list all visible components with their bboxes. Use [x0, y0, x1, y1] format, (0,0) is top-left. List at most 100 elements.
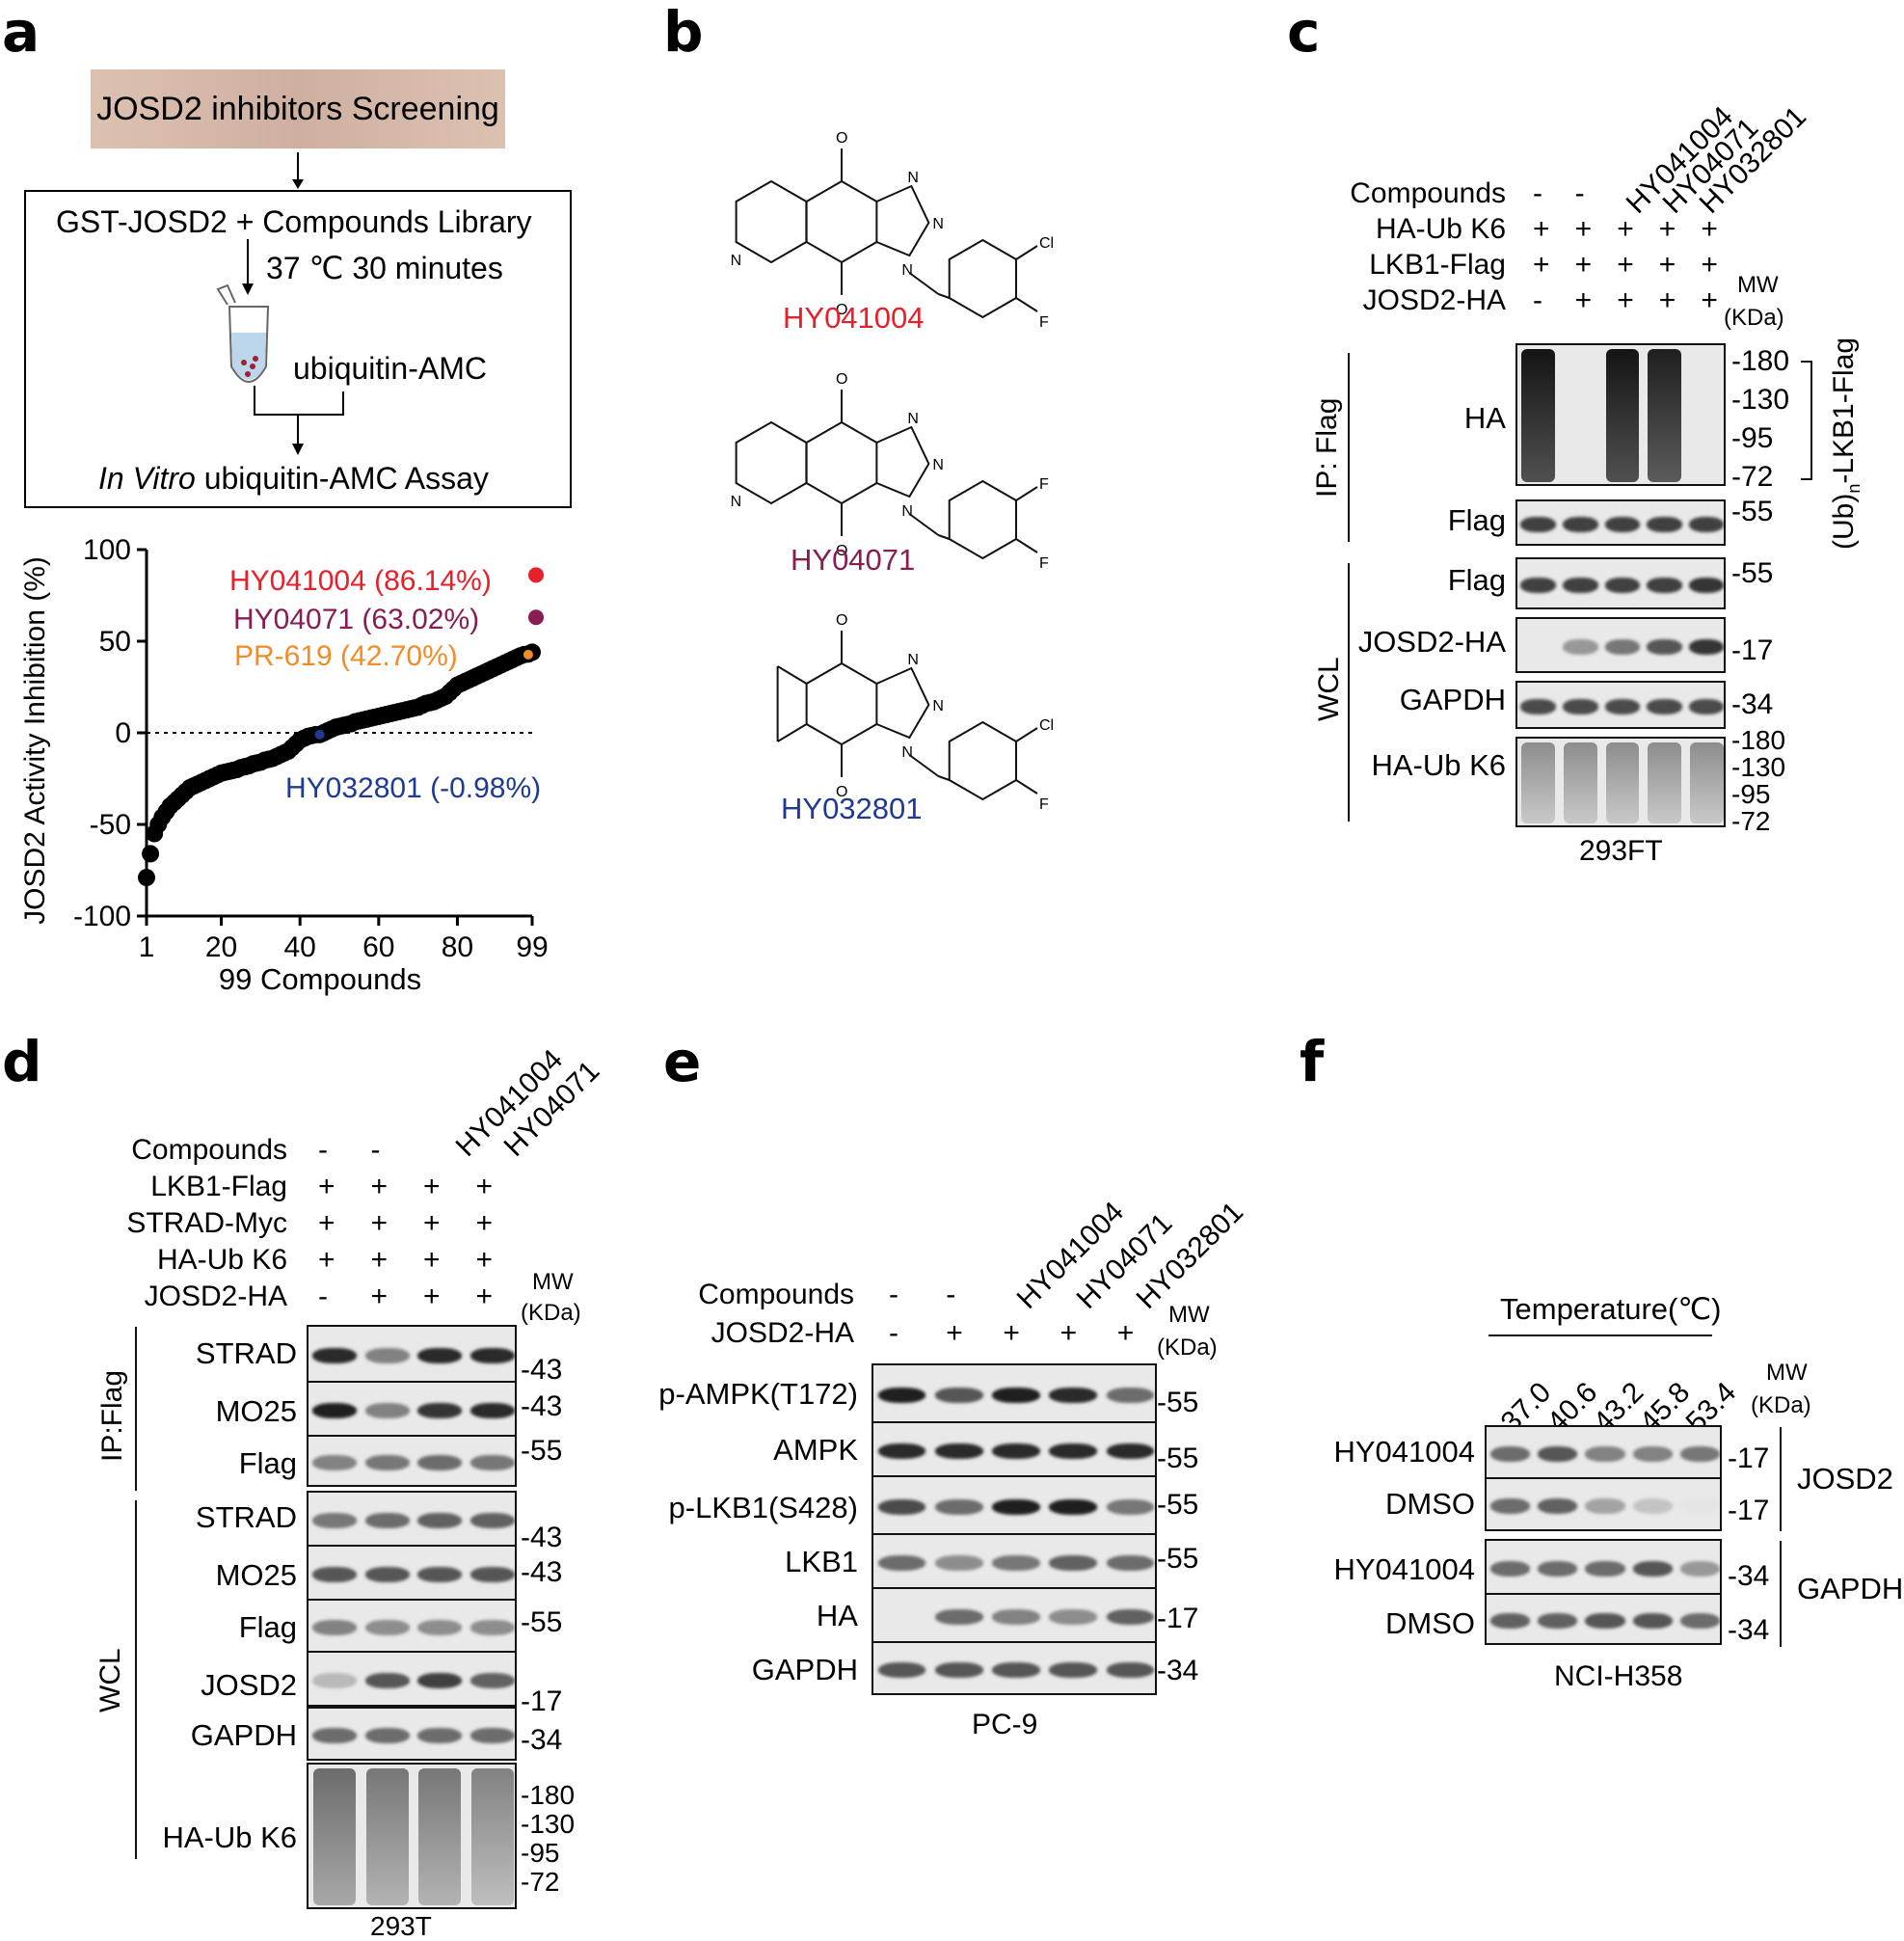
band — [417, 1403, 463, 1418]
mw-mark: -17 — [1728, 1495, 1770, 1526]
blot-c-2 — [1515, 557, 1726, 609]
band — [312, 1348, 358, 1363]
band — [1632, 1561, 1673, 1577]
mw-mark: -55 — [1157, 1387, 1199, 1418]
mw-mark: -34 — [1728, 1560, 1770, 1592]
blot-d-6 — [307, 1651, 517, 1707]
band — [364, 1728, 410, 1743]
band — [1520, 578, 1557, 593]
mw-mark: -95 — [1731, 422, 1774, 454]
band — [1563, 639, 1598, 655]
mw-mark: -72 — [521, 1867, 560, 1897]
band — [1049, 1388, 1098, 1403]
e-row-label: JOSD2-HA — [711, 1317, 854, 1349]
x-axis-title: 99 Compounds — [219, 962, 421, 996]
band — [312, 1455, 358, 1470]
band — [1647, 639, 1682, 655]
cell-line: 293T — [370, 1911, 432, 1941]
d-row-sign: + — [318, 1207, 335, 1239]
d-row-sign: - — [318, 1134, 328, 1166]
band — [1647, 699, 1682, 714]
mw-mark: -55 — [1157, 1543, 1199, 1575]
band — [877, 1499, 926, 1515]
ub-suffix: -LKB1-Flag — [1828, 337, 1860, 484]
band — [312, 1513, 358, 1528]
band — [312, 1728, 358, 1743]
blot-label: HA — [816, 1599, 858, 1632]
panel-label-e: e — [663, 1029, 702, 1094]
mw-mark: -55 — [1157, 1442, 1199, 1474]
y-axis-title: JOSD2 Activity Inhibition (%) — [19, 556, 51, 925]
x-tick-label: 20 — [205, 931, 237, 963]
x-tick-label: 60 — [362, 931, 394, 963]
band — [312, 1403, 358, 1418]
y-tick-label: 0 — [115, 717, 131, 749]
band — [877, 1443, 926, 1459]
blot-e-0 — [872, 1363, 1157, 1423]
mw-mark: -43 — [521, 1390, 563, 1422]
band — [992, 1499, 1040, 1515]
band — [1604, 517, 1641, 532]
band — [934, 1609, 983, 1625]
e-row-sign: + — [946, 1317, 963, 1349]
mw-label: MW — [1737, 272, 1779, 298]
c-row-sign: + — [1617, 213, 1634, 245]
band — [1688, 639, 1724, 655]
band — [1585, 1498, 1625, 1514]
mw-mark: -55 — [521, 1606, 563, 1638]
wcl-bracket — [135, 1500, 137, 1859]
band — [365, 1768, 409, 1905]
d-row-sign: + — [423, 1244, 441, 1276]
atom-label: Cl — [1039, 717, 1054, 734]
blot-label: p-AMPK(T172) — [658, 1377, 858, 1411]
c-row-sign: + — [1658, 249, 1676, 281]
blot-label: HA-Ub K6 — [1371, 748, 1506, 782]
band — [469, 1620, 515, 1635]
band — [1647, 578, 1682, 593]
mw-mark: -95 — [521, 1838, 560, 1868]
blot-e-4 — [872, 1587, 1157, 1643]
highlight-label: HY041004 (86.14%) — [229, 565, 492, 597]
band — [1489, 1498, 1531, 1514]
compound-name-2: HY04071 — [791, 543, 916, 577]
atom-label: N — [731, 253, 742, 269]
e-row-sign: + — [1116, 1317, 1135, 1349]
kda-label: (KDa) — [1724, 305, 1784, 331]
band — [1538, 1561, 1578, 1577]
blot-d-0 — [307, 1325, 517, 1383]
highlight-label: PR-619 (42.70%) — [234, 640, 458, 672]
d-row-sign: + — [475, 1171, 494, 1202]
band — [1632, 1498, 1673, 1514]
c-row-sign: + — [1701, 284, 1718, 316]
e-row-label: Compounds — [698, 1279, 854, 1310]
blot-label: DMSO — [1385, 1487, 1475, 1521]
blot-label: Flag — [1447, 563, 1506, 597]
band — [1521, 742, 1556, 823]
highlight-point — [314, 729, 325, 740]
mw-mark: -55 — [521, 1435, 563, 1467]
band — [1049, 1499, 1098, 1515]
atom-label: N — [932, 216, 944, 232]
blot-label: GAPDH — [1399, 683, 1506, 716]
band — [1489, 1446, 1531, 1462]
band — [1106, 1443, 1155, 1459]
data-point — [142, 845, 160, 863]
band — [877, 1388, 926, 1403]
schematic-line-4-italic: In Vitro — [98, 461, 196, 496]
blot-c-0 — [1515, 343, 1726, 486]
blot-d-5 — [307, 1599, 517, 1653]
atom-label: O — [836, 130, 847, 147]
cell-line: PC-9 — [972, 1709, 1038, 1740]
e-row-sign: - — [889, 1279, 898, 1310]
c-row-sign: + — [1701, 249, 1718, 281]
band — [1632, 1446, 1673, 1462]
band — [1689, 742, 1724, 823]
screening-title-box: JOSD2 inhibitors Screening — [91, 69, 505, 148]
band — [992, 1609, 1040, 1625]
kda-label: (KDa) — [1157, 1334, 1218, 1361]
kda-label: (KDa) — [521, 1300, 581, 1326]
compound-name-3: HY032801 — [781, 792, 923, 825]
blot-label: STRAD — [195, 1500, 297, 1534]
band — [1688, 578, 1724, 593]
